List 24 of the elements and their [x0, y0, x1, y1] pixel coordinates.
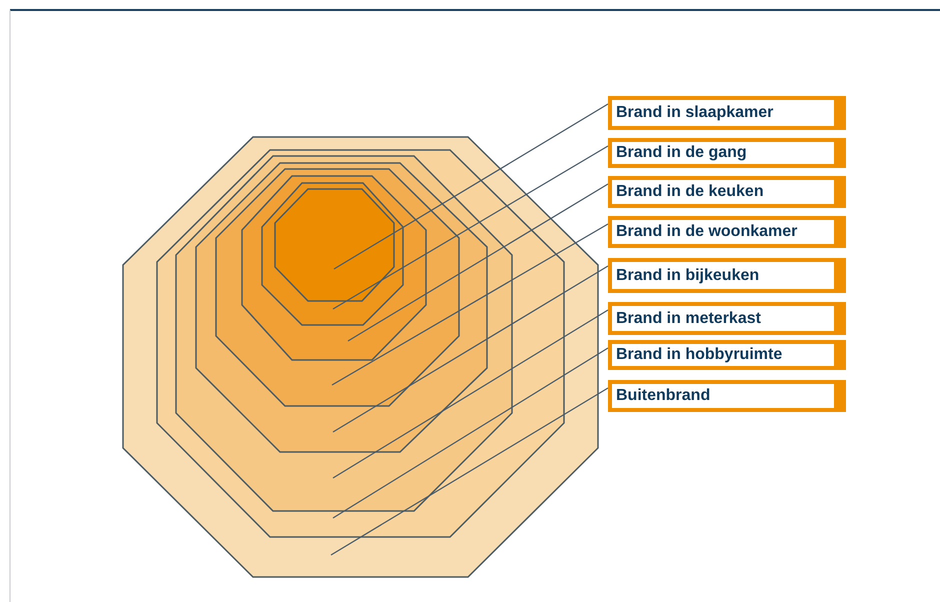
- label-box: [608, 138, 846, 168]
- room-label: Brand in hobbyruimte: [616, 346, 782, 364]
- room-label: Brand in meterkast: [616, 310, 761, 328]
- leader-line: [332, 145, 608, 310]
- room-label: Buitenbrand: [616, 387, 710, 405]
- leader-line: [332, 347, 608, 519]
- leader-line: [332, 223, 608, 386]
- label-box: [608, 176, 846, 208]
- label-box: [608, 302, 846, 335]
- room-label: Brand in de gang: [616, 144, 747, 162]
- leader-line: [332, 265, 608, 433]
- room-label: Brand in slaapkamer: [616, 104, 774, 122]
- room-label: Brand in de woonkamer: [616, 223, 798, 241]
- leader-line: [332, 309, 608, 479]
- label-box: [608, 216, 846, 248]
- label-box: [608, 258, 846, 293]
- leader-line: [330, 387, 608, 556]
- room-label: Brand in bijkeuken: [616, 266, 760, 284]
- label-box: [608, 96, 846, 130]
- leader-line: [334, 103, 608, 270]
- leader-line: [348, 183, 608, 342]
- label-box: [608, 340, 846, 370]
- label-box: [608, 380, 846, 412]
- room-label: Brand in de keuken: [616, 183, 764, 201]
